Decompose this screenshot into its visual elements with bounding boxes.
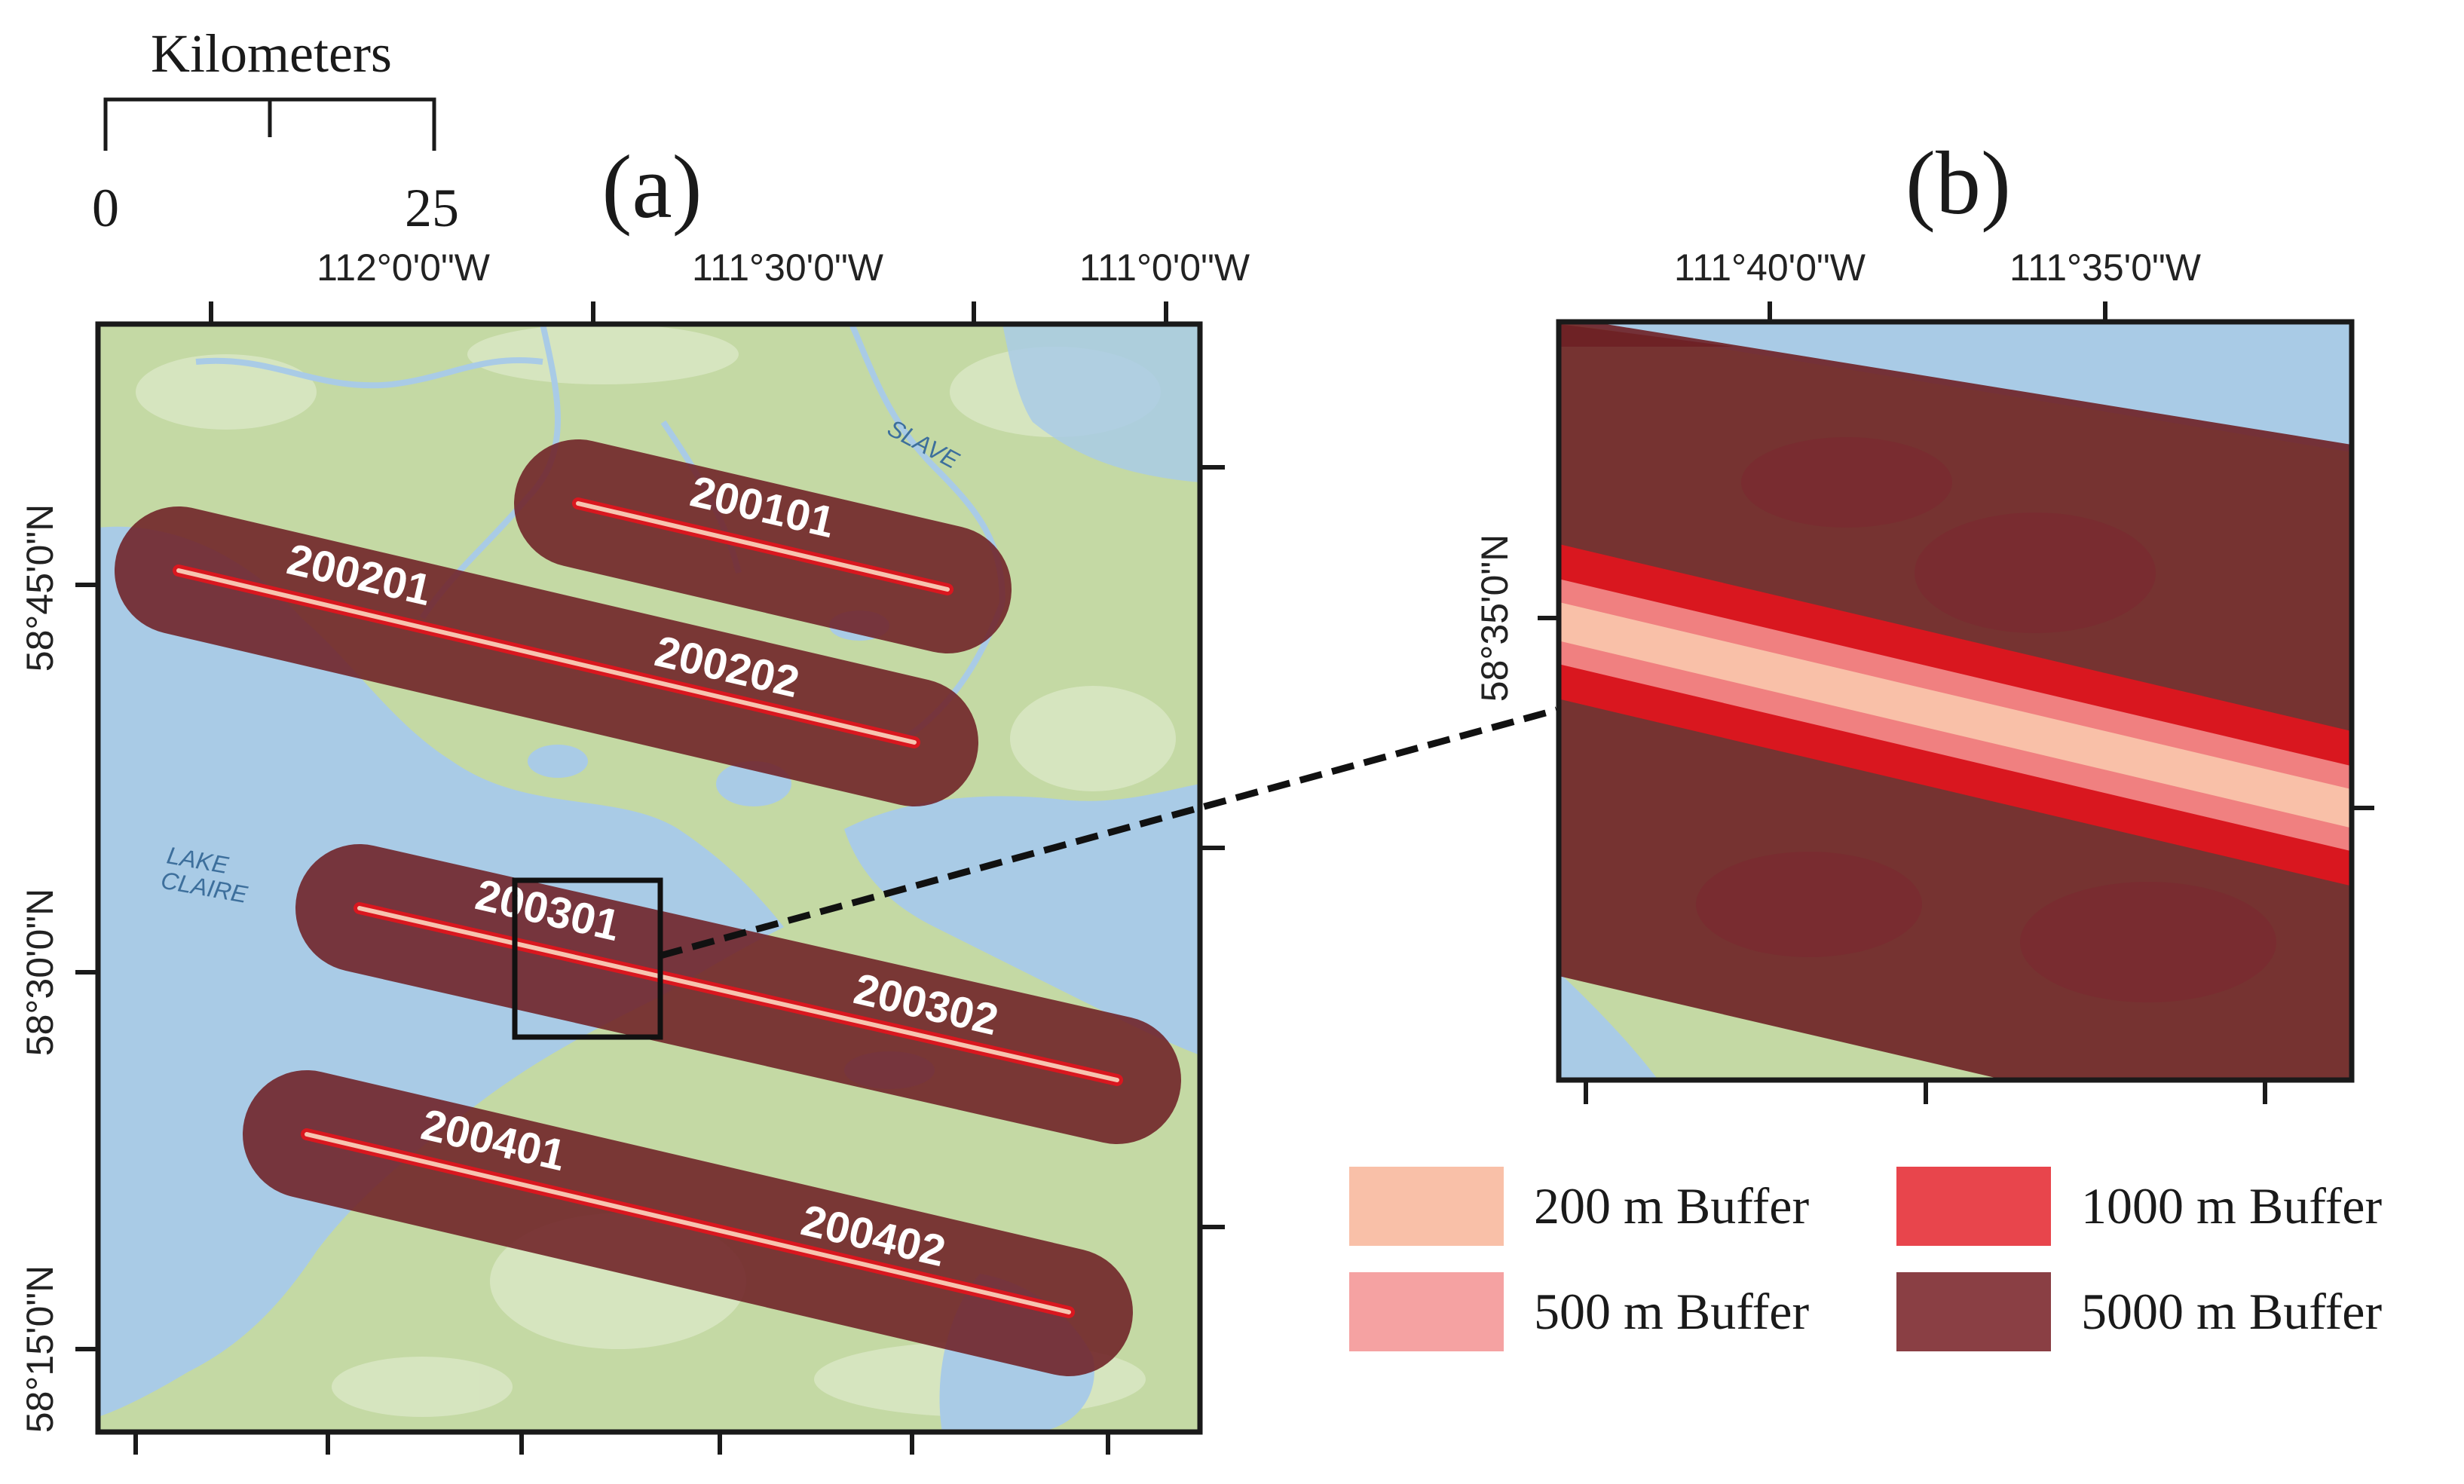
- scale-bar-line: [103, 97, 436, 151]
- longitude-label-111-35: 111°35'0"W: [2009, 246, 2202, 289]
- panel-a-ticks: [75, 301, 1225, 1455]
- legend-swatch-5000m: [1896, 1271, 2051, 1351]
- longitude-label-111-0: 111°0'0"W: [1079, 246, 1250, 289]
- longitude-label-112-0: 112°0'0"W: [317, 246, 491, 289]
- legend-item-200m: 200 m Buffer: [1349, 1164, 1809, 1247]
- legend-item-500m: 500 m Buffer: [1349, 1270, 1809, 1353]
- legend-item-1000m: 1000 m Buffer: [1896, 1164, 2382, 1247]
- latitude-label-58-15: 58°15'0"N: [19, 1265, 61, 1433]
- panel-a-longitude-labels: 112°0'0"W 111°30'0"W 111°0'0"W: [317, 246, 1250, 289]
- panel-a-map: SLAVE LAKE CLAIRE 200101 200201 200202 2…: [98, 324, 1200, 1432]
- longitude-label-111-40: 111°40'0"W: [1674, 246, 1866, 289]
- latitude-label-58-45: 58°45'0"N: [19, 504, 61, 672]
- legend: 200 m Buffer 1000 m Buffer 500 m Buffer …: [1349, 1164, 2450, 1360]
- legend-label-500m: 500 m Buffer: [1534, 1282, 1810, 1340]
- legend-label-200m: 200 m Buffer: [1534, 1176, 1810, 1235]
- panel-b-frame: [1556, 319, 2355, 1083]
- buffer-200m-zoom: [1559, 601, 2352, 828]
- panel-b-map: [1559, 322, 2352, 1080]
- river-channel: [844, 784, 1200, 1055]
- legend-swatch-500m: [1349, 1271, 1504, 1351]
- scale-bar-title: Kilometers: [151, 23, 392, 84]
- legend-swatch-1000m: [1896, 1166, 2051, 1246]
- transect-lines-core: [176, 501, 1119, 1314]
- panel-a-frame: [95, 321, 1203, 1435]
- panel-b-longitude-labels: 111°40'0"W 111°35'0"W: [1674, 246, 2202, 289]
- scale-bar-end: 25: [405, 178, 459, 238]
- scale-bar: Kilometers 0 25: [92, 23, 459, 238]
- inset-connector: [659, 706, 1558, 959]
- latitude-label-58-35: 58°35'0"N: [1474, 534, 1516, 702]
- legend-label-1000m: 1000 m Buffer: [2081, 1176, 2383, 1235]
- panel-a-label: (a): [601, 136, 702, 237]
- legend-label-5000m: 5000 m Buffer: [2081, 1282, 2383, 1340]
- panel-b-label: (b): [1905, 133, 2011, 233]
- panel-a-latitude-labels: 58°45'0"N 58°30'0"N 58°15'0"N: [19, 504, 61, 1433]
- legend-swatch-200m: [1349, 1166, 1504, 1246]
- longitude-label-111-30: 111°30'0"W: [692, 246, 884, 289]
- latitude-label-58-30: 58°30'0"N: [19, 889, 61, 1056]
- inset-box: [512, 877, 663, 1040]
- panel-b-ticks: [1538, 301, 2374, 1104]
- legend-item-5000m: 5000 m Buffer: [1896, 1270, 2382, 1353]
- scale-bar-start: 0: [92, 178, 119, 238]
